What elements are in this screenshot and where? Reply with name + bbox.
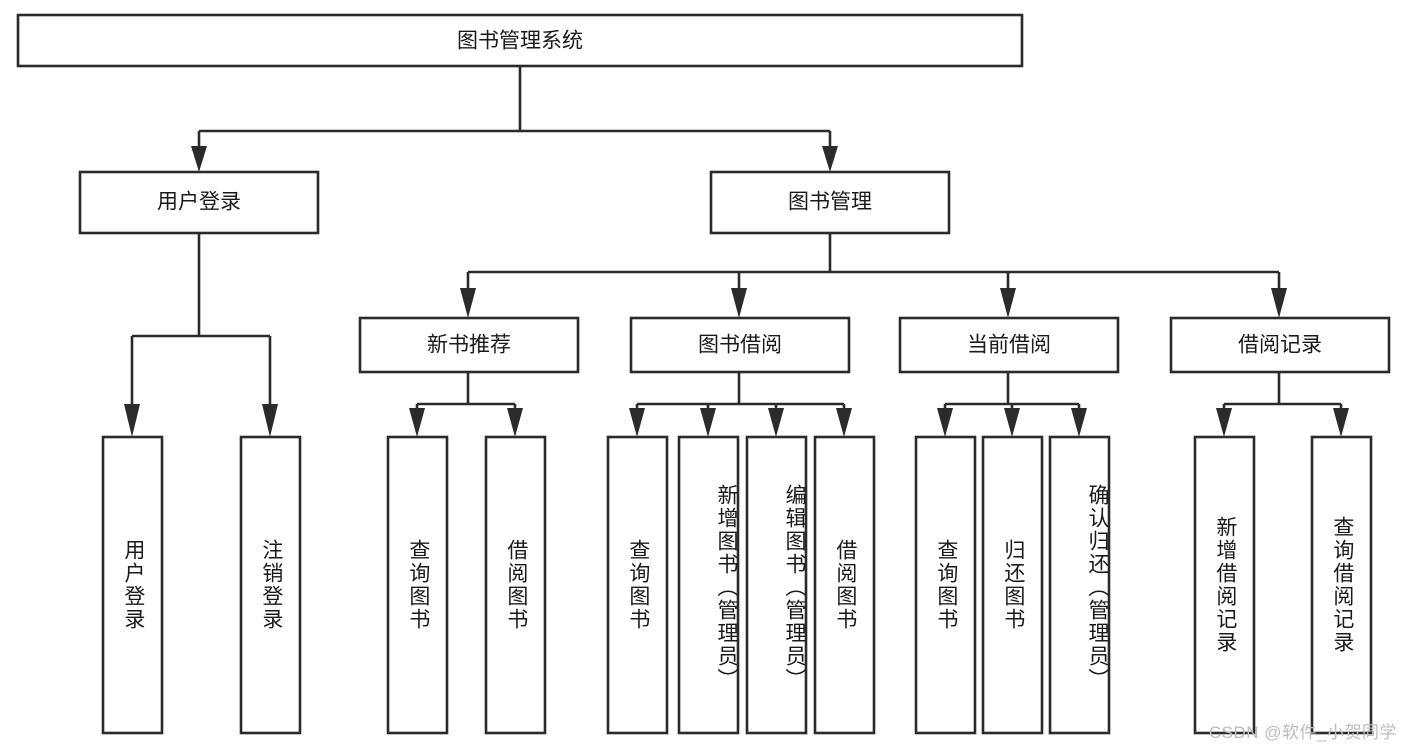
node-user-login-label: 用户登录 bbox=[157, 191, 241, 214]
node-book-manage-label: 图书管理 bbox=[788, 191, 872, 214]
node-borrow-record-box[interactable] bbox=[1169, 316, 1391, 374]
node-book-borrow-label: 图书借阅 bbox=[698, 334, 782, 357]
arrow-to-add-book bbox=[700, 408, 716, 437]
node-book-borrow-box[interactable] bbox=[629, 316, 851, 374]
arrow-to-leaf-user-logout bbox=[262, 404, 278, 437]
node-leaf-return-book-box[interactable] bbox=[981, 435, 1044, 735]
edges-group bbox=[124, 66, 1349, 437]
node-leaf-query-book-1-box[interactable] bbox=[386, 435, 449, 735]
node-leaf-user-login-box[interactable] bbox=[101, 435, 164, 735]
node-leaf-query-book-2-box[interactable] bbox=[606, 435, 669, 735]
node-new-book-recommend-box[interactable] bbox=[358, 316, 580, 374]
node-leaf-edit-book-box[interactable] bbox=[745, 435, 808, 735]
arrow-to-borrow-book-1 bbox=[507, 408, 523, 437]
arrow-to-book-borrow bbox=[731, 288, 747, 318]
arrow-to-current-borrow bbox=[1000, 288, 1016, 318]
arrow-to-query-book-2 bbox=[629, 408, 645, 437]
node-leaf-borrow-book-1-box[interactable] bbox=[484, 435, 547, 735]
csdn-watermark: CSDN @软件_小贺同学 bbox=[1208, 723, 1397, 742]
arrow-to-edit-book bbox=[768, 408, 784, 437]
arrow-to-user-login bbox=[191, 146, 207, 172]
node-root-label: 图书管理系统 bbox=[457, 30, 583, 53]
node-book-manage-box[interactable] bbox=[709, 170, 951, 235]
arrow-to-return-book bbox=[1004, 408, 1020, 437]
arrow-to-confirm-return bbox=[1071, 408, 1087, 437]
node-leaf-user-logout-box[interactable] bbox=[239, 435, 302, 735]
arrow-to-query-record bbox=[1333, 408, 1349, 437]
arrow-to-add-record bbox=[1216, 408, 1232, 437]
arrow-to-leaf-user-login bbox=[124, 404, 140, 437]
node-current-borrow-label: 当前借阅 bbox=[967, 334, 1051, 357]
node-borrow-record-label: 借阅记录 bbox=[1238, 334, 1322, 357]
node-leaf-borrow-book-2-box[interactable] bbox=[813, 435, 876, 735]
arrow-to-book-manage bbox=[822, 146, 838, 172]
arrow-to-query-book-3 bbox=[937, 408, 953, 437]
node-new-book-recommend-label: 新书推荐 bbox=[427, 334, 511, 357]
arrow-to-borrow-book-2 bbox=[836, 408, 852, 437]
arrow-to-new-book bbox=[460, 288, 476, 318]
nodes-group: 图书管理系统 用户登录 图书管理 新书推荐 图书借阅 当前借阅 借阅记录 bbox=[16, 13, 1391, 735]
node-leaf-query-record-box[interactable] bbox=[1310, 435, 1373, 735]
node-current-borrow-box[interactable] bbox=[898, 316, 1120, 374]
node-root-box[interactable] bbox=[16, 13, 1024, 68]
arrow-to-query-book-1 bbox=[409, 408, 425, 437]
node-leaf-add-book-box[interactable] bbox=[677, 435, 740, 735]
node-leaf-add-record-box[interactable] bbox=[1193, 435, 1256, 735]
arrow-to-borrow-record bbox=[1271, 288, 1287, 318]
node-leaf-query-book-3-box[interactable] bbox=[914, 435, 977, 735]
node-user-login-box[interactable] bbox=[78, 170, 320, 235]
node-leaf-confirm-return-box[interactable] bbox=[1048, 435, 1111, 735]
